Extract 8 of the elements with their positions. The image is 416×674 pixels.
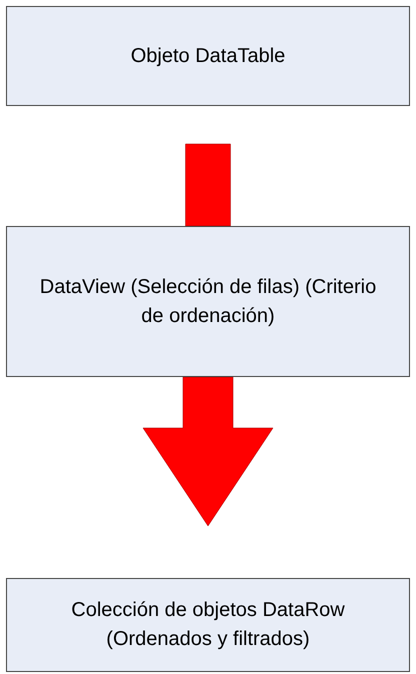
block-arrow — [185, 144, 231, 226]
process-box — [6, 6, 410, 106]
process-box — [6, 578, 410, 672]
box-label: Objeto DataTable — [130, 44, 286, 68]
box-label: Colección de objetos DataRow (Ordenados y filtrados) — [70, 598, 346, 652]
box-label: DataView (Selección de filas) (Criterio de ordenación) — [38, 274, 378, 328]
process-box — [6, 226, 410, 377]
block-arrow — [142, 376, 274, 526]
